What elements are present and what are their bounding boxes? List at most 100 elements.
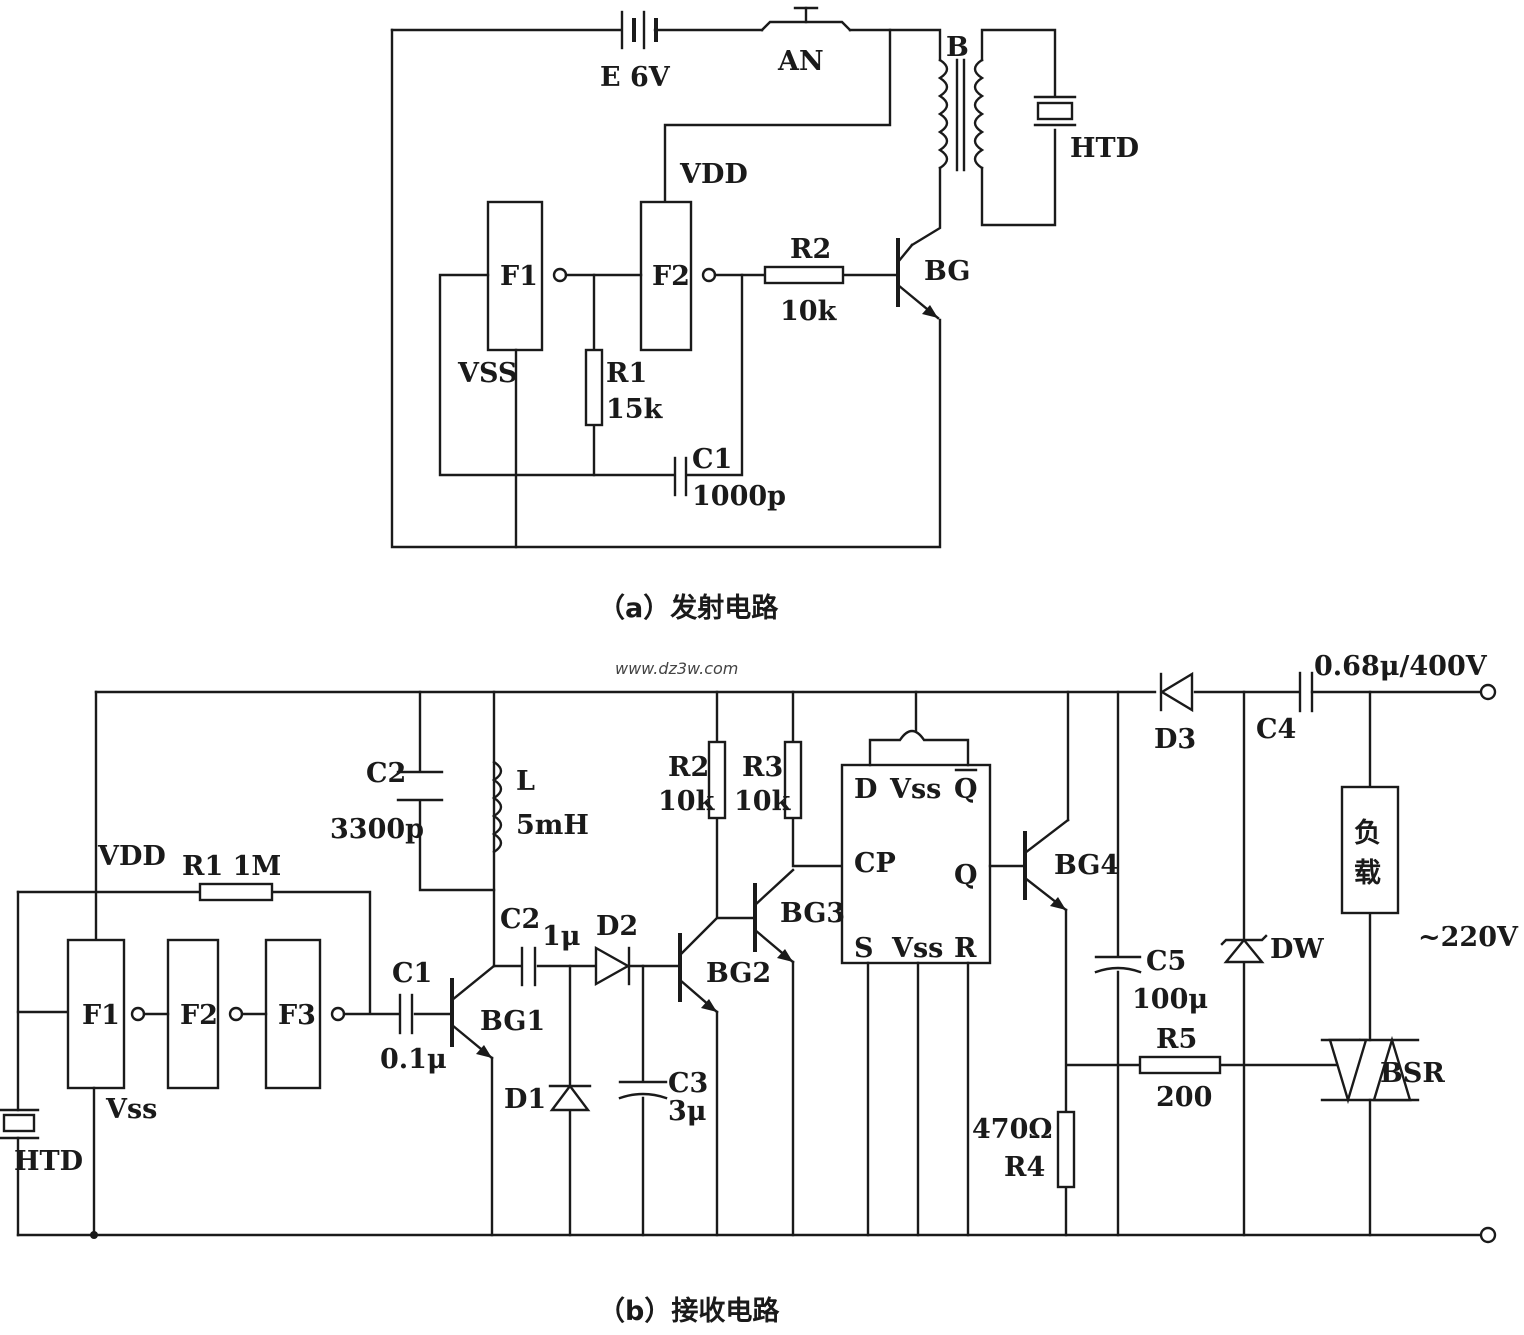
push-switch-an	[760, 6, 852, 32]
r3-wires	[791, 690, 844, 868]
r3-value-receiver: 10k	[734, 786, 792, 817]
l-value: 5mH	[516, 810, 589, 841]
c1-name-receiver: C1	[392, 958, 432, 989]
gate-f1-receiver	[66, 938, 126, 1090]
mains-terminal-bottom	[1479, 1226, 1497, 1244]
r1-label-receiver: R1 1M	[182, 851, 281, 882]
zener-diode-dw	[1220, 934, 1268, 964]
c1-value-receiver: 0.1μ	[380, 1044, 447, 1075]
capacitor-c4	[1298, 671, 1314, 713]
r2-value-receiver: 10k	[658, 786, 716, 817]
d-flip-flop	[840, 763, 992, 965]
resistor-r1	[584, 348, 604, 427]
ff-cp-label: CP	[854, 848, 896, 879]
capacitor-c3	[618, 1080, 668, 1100]
f1-label: F1	[500, 261, 538, 292]
flip-flop-feedback	[868, 690, 970, 767]
dw-label: DW	[1270, 934, 1324, 965]
c2-wires	[418, 690, 496, 892]
r5-name: R5	[1156, 1024, 1197, 1055]
capacitor-c1-receiver	[398, 993, 414, 1035]
transformer-feed-wire	[888, 28, 942, 62]
c3-value: 3μ	[668, 1096, 707, 1127]
resistor-r4	[1056, 1110, 1076, 1189]
vss-label: VSS	[457, 358, 517, 389]
ff-d-label: D	[854, 774, 877, 805]
r2-name: R2	[790, 234, 831, 265]
transistor-bg3	[753, 868, 795, 1237]
piezo-buzzer-htd	[1033, 95, 1077, 127]
d3-label: D3	[1154, 724, 1196, 755]
transmitter-circuit: E 6V AN B HTD VDD VSS F1 F2 R1 15k R2 10…	[390, 6, 1139, 624]
vdd-label-receiver: VDD	[97, 841, 166, 872]
capacitor-c2-1u	[520, 946, 537, 987]
flip-flop-ground-pins	[866, 961, 970, 1237]
receiver-circuit: www.dz3w.com	[0, 651, 1519, 1327]
bg1-label: BG1	[480, 1006, 545, 1037]
gate-f3-receiver	[264, 938, 322, 1090]
inverter-bubble-f3-receiver	[330, 1006, 346, 1022]
inverter-bubble-f2	[701, 267, 717, 283]
inverter-bubble-f1	[552, 267, 568, 283]
transistor-bg1	[450, 690, 496, 1237]
r2-name-receiver: R2	[668, 752, 709, 783]
r5-value: 200	[1156, 1082, 1212, 1113]
gate-f2	[639, 200, 693, 352]
c2b-name: C2	[500, 904, 540, 935]
load-label-2: 载	[1354, 858, 1381, 889]
battery-e	[620, 10, 658, 50]
c2-name-receiver: C2	[366, 758, 406, 789]
c4-name: C4	[1256, 714, 1296, 745]
rc-feedback-wires	[438, 273, 744, 477]
transmitter-caption: （a）发射电路	[598, 592, 779, 624]
diode-d2	[594, 945, 631, 987]
bg2-label: BG2	[706, 958, 771, 989]
resistor-r1-receiver	[198, 882, 274, 902]
transformer-b	[910, 28, 1057, 247]
battery-label: E 6V	[600, 62, 671, 93]
r2-value: 10k	[780, 296, 838, 327]
inductor-l	[491, 760, 503, 854]
l-name: L	[516, 766, 535, 797]
f3-label-receiver: F3	[278, 1000, 316, 1031]
piezo-buzzer-htd-receiver	[0, 1108, 40, 1140]
mains-terminal-top	[1479, 683, 1497, 701]
transistor-bg4	[1023, 690, 1362, 1237]
ff-vss-bottom-label: Vss	[891, 933, 943, 964]
diode-d1	[548, 1084, 592, 1112]
r4-value: 470Ω	[972, 1114, 1052, 1145]
r2-wires	[715, 690, 757, 920]
mains-label: ~220V	[1418, 922, 1519, 953]
switch-label: AN	[777, 46, 824, 77]
capacitor-c5	[1094, 955, 1142, 974]
r3-name-receiver: R3	[742, 752, 783, 783]
r1-name: R1	[606, 358, 647, 389]
transmitter-top-wire	[390, 28, 892, 202]
bg3-label: BG3	[780, 898, 845, 929]
resistor-r2	[763, 265, 845, 285]
vdd-label: VDD	[679, 159, 748, 190]
c1-name: C1	[692, 444, 732, 475]
transmitter-ground-loop	[390, 28, 942, 549]
c5-name: C5	[1146, 946, 1186, 977]
diode-d3	[1159, 671, 1194, 713]
watermark: www.dz3w.com	[615, 659, 738, 678]
c5-value: 100μ	[1132, 984, 1208, 1015]
transistor-bg	[896, 238, 940, 320]
capacitor-c2-3300p	[396, 770, 444, 802]
load-box	[1340, 785, 1400, 915]
inverter-bubble-f2-receiver	[228, 1006, 244, 1022]
r1-feedback-wire	[16, 890, 372, 1014]
transistor-bg2	[678, 916, 719, 1237]
d1-label: D1	[504, 1084, 546, 1115]
transformer-label: B	[946, 32, 969, 63]
triac-bsr	[1320, 1035, 1420, 1105]
r4-name: R4	[1004, 1152, 1045, 1183]
ff-r-label: R	[954, 933, 977, 964]
gate-f1	[486, 200, 544, 352]
c3-name: C3	[668, 1068, 708, 1099]
ff-q-label: Q	[954, 860, 978, 891]
f1-label-receiver: F1	[82, 1000, 120, 1031]
